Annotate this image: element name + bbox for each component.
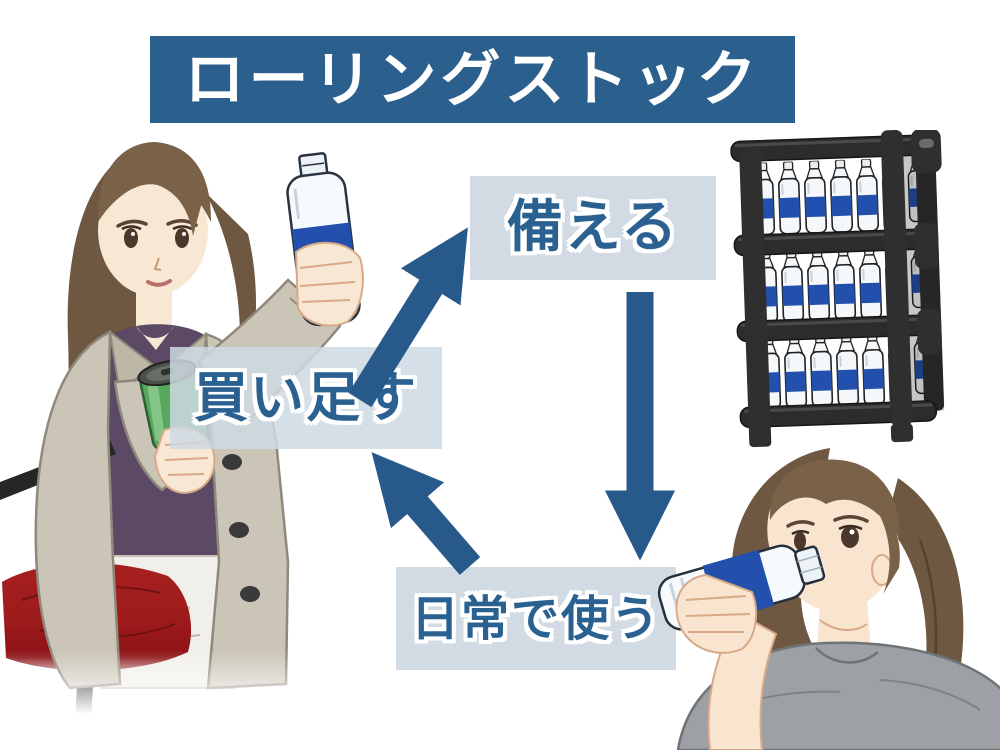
pet-bottle-held	[286, 152, 361, 327]
node-restock: 買い足す	[170, 347, 442, 449]
title-banner: ローリングストック	[150, 36, 795, 123]
water-bottle-shelf-illustration	[730, 130, 945, 448]
arrow-use-daily-to-restock	[371, 452, 481, 575]
node-prepare-label: 備える	[506, 195, 680, 260]
pet-bottle-drinking	[657, 544, 826, 631]
node-use-daily-label: 日常で使う	[410, 590, 661, 647]
node-prepare: 備える	[470, 176, 716, 280]
woman-drinking-illustration	[657, 448, 1000, 750]
page-title: ローリングストック	[184, 44, 761, 115]
node-use-daily: 日常で使う	[396, 567, 676, 670]
node-restock-label: 買い足す	[194, 366, 418, 429]
